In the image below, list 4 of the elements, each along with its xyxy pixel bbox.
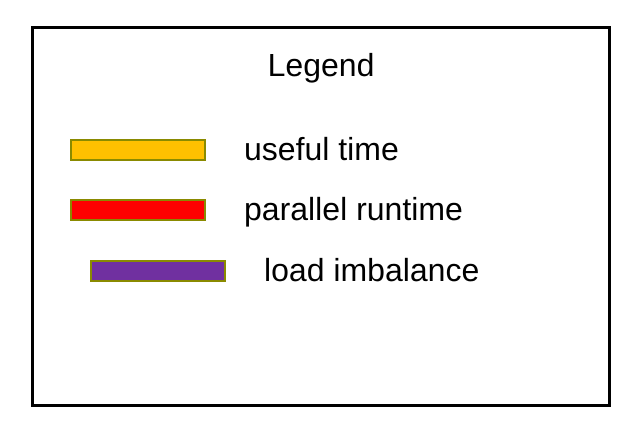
legend-title: Legend: [266, 47, 376, 84]
legend-label: useful time: [244, 131, 399, 167]
legend-label: parallel runtime: [244, 191, 463, 227]
legend-label: load imbalance: [264, 252, 480, 288]
